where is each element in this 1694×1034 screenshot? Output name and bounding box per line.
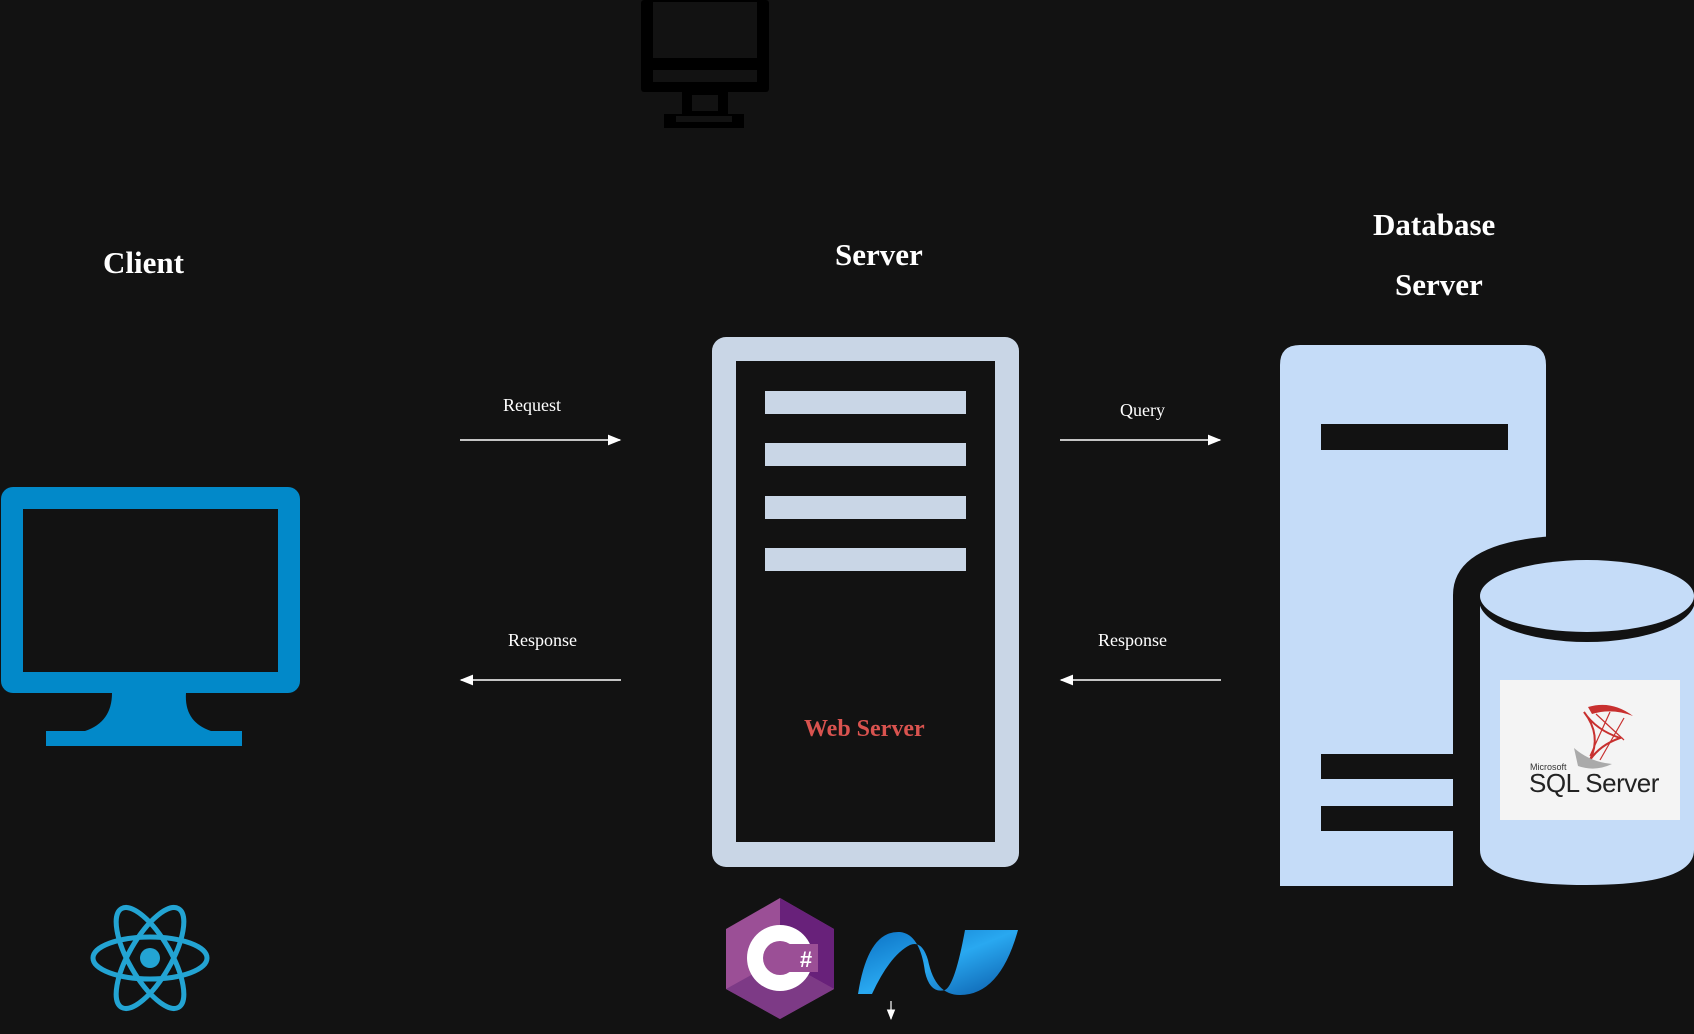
client-heading: Client bbox=[103, 245, 184, 280]
dotnet-logo-icon bbox=[858, 930, 1018, 995]
monitor-outline-icon bbox=[641, 0, 769, 128]
web-server-tower-icon bbox=[712, 337, 1019, 867]
database-heading-line2: Server bbox=[1395, 267, 1483, 302]
response-left-label: Response bbox=[508, 630, 577, 650]
sql-product-text: SQL Server bbox=[1529, 768, 1659, 798]
response-right-label: Response bbox=[1098, 630, 1167, 650]
database-heading-line1: Database bbox=[1373, 207, 1496, 242]
client-monitor-icon bbox=[1, 487, 300, 746]
server-heading: Server bbox=[835, 237, 923, 272]
react-logo-icon bbox=[90, 905, 210, 1011]
sql-brand-text: Microsoft bbox=[1530, 762, 1567, 772]
svg-text:#: # bbox=[800, 947, 812, 972]
sql-server-logo-icon bbox=[1500, 680, 1680, 820]
csharp-logo-icon: # bbox=[726, 898, 834, 1019]
web-server-label: Web Server bbox=[804, 716, 925, 742]
request-label: Request bbox=[503, 395, 561, 415]
query-label: Query bbox=[1120, 400, 1165, 420]
